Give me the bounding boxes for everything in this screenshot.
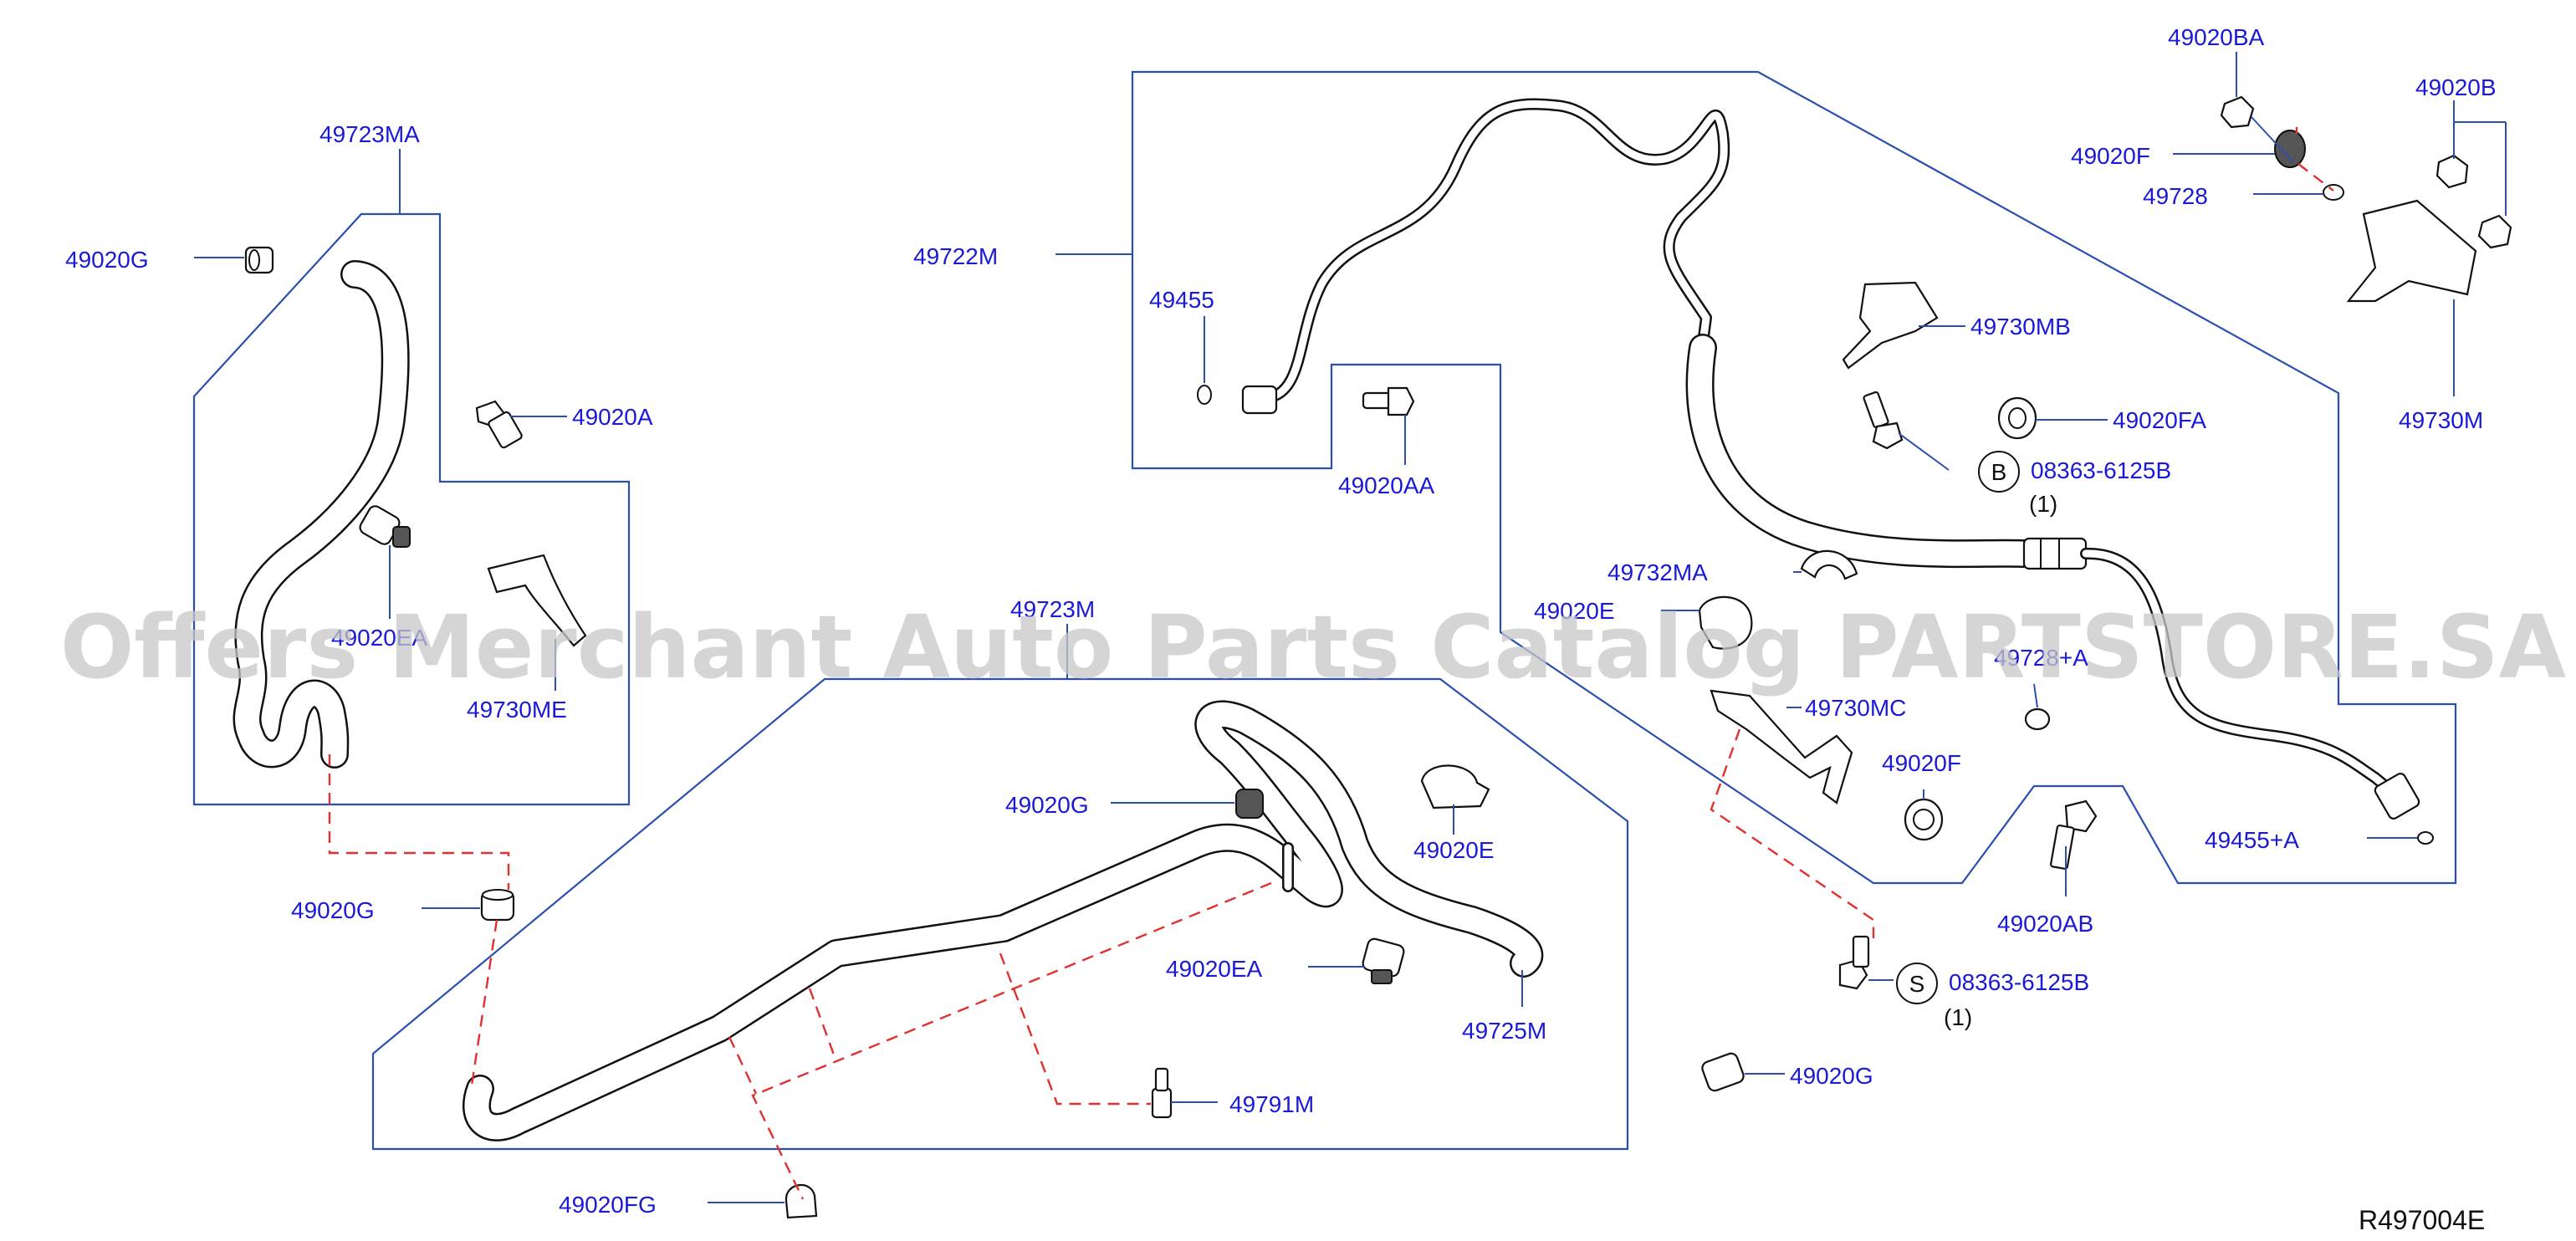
part-label-49730MB[interactable]: 49730MB <box>1970 314 2071 340</box>
pressure-hose-core <box>1688 335 2037 566</box>
part-label-49020FA[interactable]: 49020FA <box>2113 407 2206 433</box>
part-label-49732MA[interactable]: 49732MA <box>1607 559 1708 585</box>
part-label-49020EA-2[interactable]: 49020EA <box>1166 956 1263 982</box>
washer-49728 <box>2323 184 2344 201</box>
bracket-49730M <box>2346 199 2477 303</box>
grommet-49020G-left <box>244 246 274 274</box>
clip-49791M <box>1151 1067 1173 1119</box>
clamp-49020EA-center <box>1362 937 1405 984</box>
part-label-49020EA-1[interactable]: 49020EA <box>331 625 428 651</box>
grommet-49728A <box>2024 707 2051 731</box>
fitting-49722M-end <box>1241 385 1278 415</box>
pressure-tube-49455A-core <box>2082 549 2410 807</box>
pressure-tube-49722M <box>1260 98 1730 404</box>
bolt-49020FA <box>1997 396 2037 440</box>
group-outline-49723MA <box>192 212 631 806</box>
part-label-49020G-2[interactable]: 49020G <box>291 897 375 923</box>
part-label-49020FG[interactable]: 49020FG <box>559 1192 657 1218</box>
pressure-tube-49722M-core <box>1262 100 1728 402</box>
part-label-49730ME[interactable]: 49730ME <box>467 697 567 723</box>
bolt-49020A <box>475 400 523 449</box>
part-label-49791M[interactable]: 49791M <box>1229 1091 1314 1117</box>
qty-b: (1) <box>2029 491 2057 517</box>
hose-49723MA-core <box>235 262 408 767</box>
fitting-49455A-end <box>2374 773 2434 845</box>
dashed-leaders <box>328 127 2334 1200</box>
diagram-code: R497004E <box>2359 1205 2485 1235</box>
clamp-49020EA-left <box>359 505 411 548</box>
part-label-49020AA[interactable]: 49020AA <box>1338 472 1435 498</box>
part-label-49730M[interactable]: 49730M <box>2399 407 2483 433</box>
nut-49020BA <box>2220 95 2255 129</box>
grommet-49020G-center <box>1235 789 1264 819</box>
clip-49020FG <box>785 1183 818 1219</box>
hose-49723M-core <box>464 702 1541 1140</box>
bolt-49020AA <box>1362 386 1415 416</box>
part-label-49020G-3[interactable]: 49020G <box>1005 792 1089 818</box>
part-label-49020A[interactable]: 49020A <box>572 404 653 430</box>
nut-49020B-b <box>2477 214 2512 249</box>
part-label-49728-1[interactable]: 49728 <box>2143 183 2208 209</box>
clip-49732MA <box>1800 549 1858 580</box>
part-label-49020F-1[interactable]: 49020F <box>2071 143 2150 169</box>
grommet-49020F-top <box>2274 130 2306 168</box>
part-label-49722M[interactable]: 49722M <box>913 243 998 269</box>
bracket-49730MC <box>1710 689 1853 804</box>
bracket-49730ME <box>487 554 587 647</box>
part-label-49020G-4[interactable]: 49020G <box>1790 1063 1873 1089</box>
part-label-49020BA[interactable]: 49020BA <box>2168 24 2265 50</box>
part-label-49020G-1[interactable]: 49020G <box>65 247 149 273</box>
callout-s: S <box>1896 963 1938 1004</box>
part-label-49020E-2[interactable]: 49020E <box>1413 837 1495 863</box>
bracket-49730MB <box>1842 281 1939 370</box>
part-label-49020B[interactable]: 49020B <box>2415 74 2497 100</box>
grommet-49020G-lower-left <box>480 889 515 922</box>
leader-lines <box>194 52 2507 1203</box>
group-outline-49722M <box>1131 70 2457 885</box>
part-label-49730MC[interactable]: 49730MC <box>1805 695 1906 721</box>
part-label-49723MA[interactable]: 49723MA <box>319 121 420 147</box>
nut-49020B-a <box>2435 154 2469 189</box>
part-label-49728A[interactable]: 49728+A <box>1994 645 2088 671</box>
grommet-49020F-right <box>1904 798 1944 841</box>
part-label-08363-6125B-s[interactable]: 08363-6125B <box>1949 969 2089 995</box>
part-label-08363-6125B-b[interactable]: 08363-6125B <box>2031 457 2171 483</box>
svg-text:B: B <box>1991 459 2007 485</box>
bolt-B <box>1863 391 1904 450</box>
callout-b: B <box>1978 451 2020 493</box>
bolt-49020AB <box>2050 799 2098 870</box>
svg-text:S: S <box>1909 971 1925 997</box>
part-label-49723M[interactable]: 49723M <box>1010 596 1095 622</box>
part-label-49725M[interactable]: 49725M <box>1462 1018 1546 1044</box>
part-label-49020AB[interactable]: 49020AB <box>1997 911 2093 937</box>
hose-fitting <box>2022 537 2088 570</box>
part-label-49455A[interactable]: 49455+A <box>2205 827 2299 853</box>
part-label-49455[interactable]: 49455 <box>1149 287 1214 313</box>
clamp-49020G-lower-right <box>1701 1052 1745 1092</box>
watermark: Offers Merchant Auto Parts Catalog PARTS… <box>60 596 2566 698</box>
clamp-49020E-right <box>1698 595 1753 650</box>
qty-s: (1) <box>1944 1004 1972 1030</box>
part-label-49020F-2[interactable]: 49020F <box>1882 750 1961 776</box>
clamp-49020E-center <box>1420 764 1490 809</box>
part-label-49020E-1[interactable]: 49020E <box>1534 598 1615 624</box>
bolt-S <box>1838 935 1870 990</box>
o-ring-49455 <box>1197 385 1212 405</box>
group-outline-49723M <box>371 677 1629 1151</box>
pressure-hose <box>1685 334 2038 569</box>
